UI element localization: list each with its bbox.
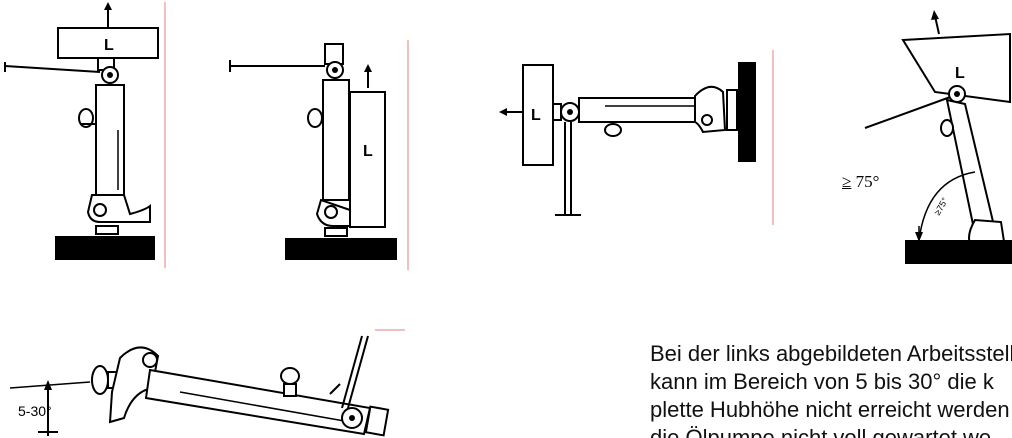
arc-angle-label: ≥75°: [932, 196, 950, 217]
angle-annotation: ≥ 75°: [842, 172, 879, 192]
load-label: L: [531, 107, 541, 124]
angle-symbol: ≥: [842, 172, 852, 191]
figure-jack-angle-75: L ≥75°: [835, 0, 1012, 270]
figure-jack-push-horizontal: L: [495, 40, 785, 230]
caption-line-3: plette Hubhöhe nicht erreicht werden: [650, 397, 1010, 422]
figure-jack-angle-5-30: 5-30°: [0, 328, 410, 438]
load-label: L: [363, 143, 373, 160]
angle-value: 75°: [855, 172, 880, 191]
load-label: L: [955, 65, 965, 82]
caption-line-1: Bei der links abgebildeten Arbeitsstell: [650, 341, 1012, 366]
caption-line-2: kann im Bereich von 5 bis 30° die k: [650, 369, 994, 394]
figure-jack-lift-side: L: [225, 0, 415, 280]
angle-label: 5-30°: [18, 403, 52, 419]
load-label: L: [104, 37, 114, 54]
caption-line-4: die Ölpumpe nicht voll gewartet we: [650, 425, 992, 438]
figure-jack-lift-vertical: L: [0, 0, 175, 280]
caption-text: Bei der links abgebildeten Arbeitsstell …: [650, 340, 1012, 438]
